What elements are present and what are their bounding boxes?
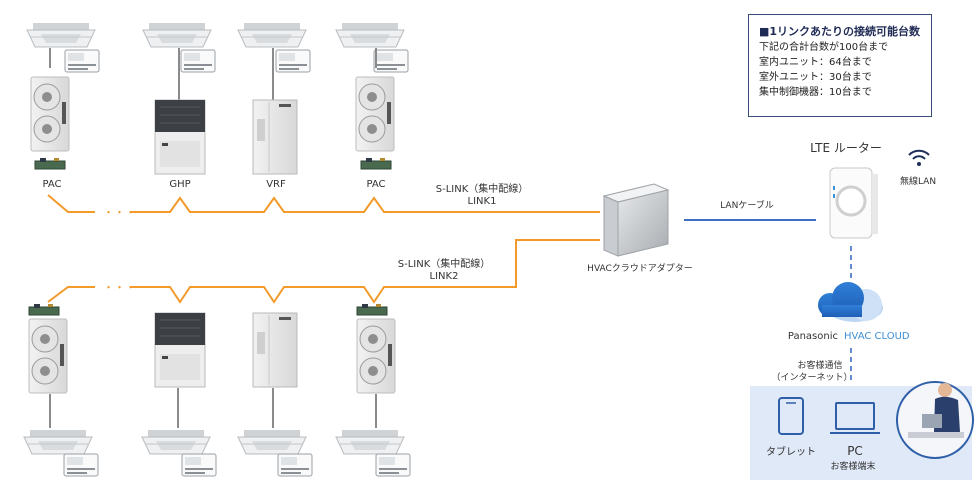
- unit-label-pac: PAC: [42, 179, 61, 190]
- connection-limits-box: ■1リンクあたりの接続可能台数 下記の合計台数が100台まで 室内ユニット：64…: [748, 14, 932, 117]
- link2-id: LINK2: [430, 271, 459, 282]
- pac-outdoor-unit-icon: [28, 318, 68, 394]
- ghp-outdoor-unit-icon: [154, 312, 206, 388]
- ghp-outdoor-unit-icon: [154, 99, 206, 175]
- remote-controller-icon: [63, 453, 99, 477]
- remote-controller-icon: [373, 49, 409, 73]
- s-link-2-line: [130, 239, 600, 304]
- remote-controller-icon: [375, 453, 411, 477]
- adapter-board-icon: [28, 303, 60, 316]
- pc-icon: [830, 402, 880, 434]
- router-label: LTE ルーター: [810, 141, 882, 155]
- limits-line-total: 下記の合計台数が100台まで: [759, 42, 889, 53]
- limits-line-controller: 集中制御機器：10台まで: [759, 87, 872, 98]
- cassette-indoor-unit-icon: [26, 22, 96, 48]
- remote-controller-icon: [275, 49, 311, 73]
- cloud-brand: Panasonic: [788, 331, 838, 342]
- remote-controller-icon: [277, 453, 313, 477]
- limits-title: ■1リンクあたりの接続可能台数: [759, 25, 921, 38]
- cassette-indoor-unit-icon: [335, 22, 405, 48]
- cassette-indoor-unit-icon: [142, 22, 212, 48]
- ellipsis: ・・・: [103, 281, 136, 294]
- adapter-board-icon: [356, 303, 388, 316]
- limits-line-outdoor: 室外ユニット：30台まで: [759, 72, 872, 83]
- cassette-indoor-unit-icon: [141, 429, 211, 455]
- vrf-outdoor-unit-icon: [252, 312, 298, 388]
- unit-label-vrf: VRF: [266, 179, 286, 190]
- tablet-icon: [778, 397, 804, 435]
- unit-label-pac: PAC: [366, 179, 385, 190]
- lan-cable-label: LANケーブル: [720, 199, 774, 211]
- pac-outdoor-unit-icon: [30, 76, 70, 152]
- link2-name: S-LINK（集中配線）: [398, 257, 491, 270]
- comm-label-2: （インターネット）: [771, 372, 852, 383]
- cloud-icon: [818, 282, 883, 322]
- wifi-icon: [908, 149, 930, 166]
- comm-label-1: お客様通信: [797, 359, 842, 371]
- lower-row: [23, 303, 411, 477]
- s-link-1-line: [130, 196, 600, 213]
- adapter-board-icon: [34, 157, 66, 170]
- pac-outdoor-unit-icon: [356, 318, 396, 394]
- adapter-label: HVACクラウドアダプター: [587, 262, 693, 274]
- cassette-indoor-unit-icon: [335, 429, 405, 455]
- vrf-outdoor-unit-icon: [252, 99, 298, 175]
- tablet-label: タブレット: [766, 445, 816, 458]
- ellipsis: ・・・: [103, 206, 136, 219]
- wireless-label: 無線LAN: [900, 175, 936, 187]
- remote-controller-icon: [181, 453, 217, 477]
- link1-id: LINK1: [468, 196, 497, 207]
- adapter-board-icon: [360, 157, 392, 170]
- upper-row: PAC GHP VRF PAC: [26, 22, 409, 190]
- unit-label-ghp: GHP: [169, 179, 190, 190]
- lte-router-icon: [829, 167, 878, 239]
- pac-outdoor-unit-icon: [355, 76, 395, 152]
- hvac-cloud-adapter-icon: [602, 183, 670, 257]
- remote-controller-icon: [180, 49, 216, 73]
- cassette-indoor-unit-icon: [237, 429, 307, 455]
- pc-label: PC: [847, 444, 863, 458]
- user-at-desk-illustration: [896, 381, 974, 459]
- cassette-indoor-unit-icon: [23, 429, 93, 455]
- link1-name: S-LINK（集中配線）: [436, 182, 529, 195]
- remote-controller-icon: [64, 49, 100, 73]
- s-link-1-line: [47, 194, 95, 213]
- cloud-product: HVAC CLOUD: [844, 331, 910, 342]
- cassette-indoor-unit-icon: [237, 22, 307, 48]
- limits-line-indoor: 室内ユニット：64台まで: [759, 57, 872, 68]
- terminal-label: お客様端末: [830, 460, 875, 472]
- s-link-2-line: [47, 286, 95, 303]
